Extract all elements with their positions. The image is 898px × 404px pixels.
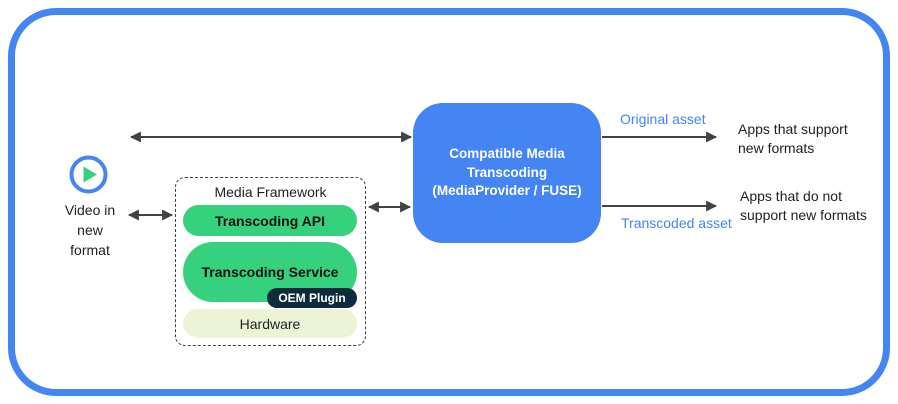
transcoder-line: (MediaProvider / FUSE) [432, 183, 582, 199]
apps-no-support-line: support new formats [740, 207, 867, 223]
apps-no-support-line: Apps that do not [740, 188, 842, 204]
transcoder-line: Compatible Media [449, 146, 565, 162]
original-asset-label: Original asset [620, 111, 706, 127]
media-framework-box [175, 177, 366, 346]
diagram-border-frame [8, 8, 890, 396]
transcoding-api-pill: Transcoding API [183, 205, 357, 236]
apps-support-line: new formats [738, 140, 815, 156]
video-source-label: Video in new format [52, 200, 128, 260]
video-source-line: format [70, 242, 110, 258]
media-framework-title: Media Framework [214, 184, 327, 200]
apps-support-line: Apps that support [738, 121, 848, 137]
transcoded-asset-label: Transcoded asset [621, 215, 732, 231]
compatible-media-transcoding-box: Compatible Media Transcoding (MediaProvi… [413, 103, 601, 243]
transcoder-line: Transcoding [466, 164, 548, 180]
play-icon [69, 155, 108, 194]
video-source-line: Video in [64, 202, 116, 218]
apps-no-support-label: Apps that do not support new formats [740, 187, 867, 225]
video-source-line: new [77, 222, 103, 238]
oem-plugin-pill: OEM Plugin [267, 288, 357, 308]
apps-support-label: Apps that support new formats [738, 120, 848, 158]
hardware-pill: Hardware [183, 309, 357, 338]
